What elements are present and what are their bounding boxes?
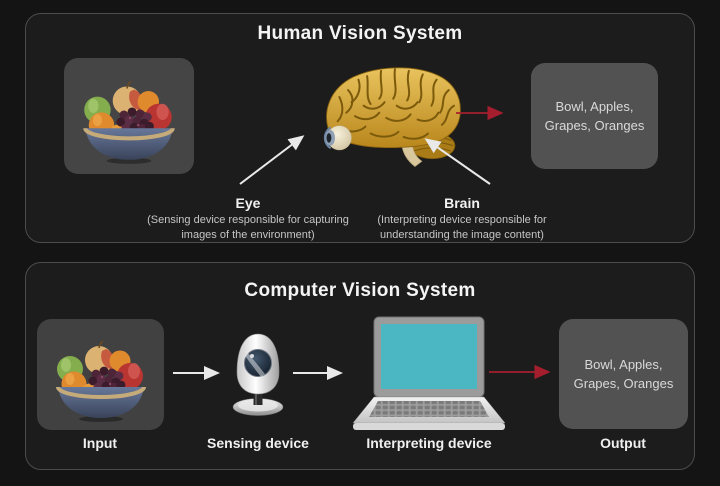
computer-input-image-box bbox=[37, 319, 164, 430]
fruit-bowl-image bbox=[73, 67, 185, 165]
brain-label: Brain bbox=[444, 195, 480, 211]
eyeball bbox=[323, 125, 352, 151]
interpreting-device-label: Interpreting device bbox=[366, 435, 492, 451]
eye-label: Eye bbox=[235, 195, 261, 211]
fruit-bowl-image bbox=[54, 338, 146, 423]
camera-stand bbox=[253, 386, 263, 405]
computer-output-text: Bowl, Apples, Grapes, Oranges bbox=[573, 356, 674, 392]
laptop-screen bbox=[381, 324, 477, 389]
computer-panel-title: Computer Vision System bbox=[244, 280, 476, 301]
input-label: Input bbox=[82, 435, 118, 451]
computer-vision-panel: Computer Vision System bbox=[25, 262, 695, 470]
sensing-device-label: Sensing device bbox=[207, 435, 309, 451]
brain-description: (Interpreting device responsible for und… bbox=[377, 214, 547, 242]
brain-with-eye-image bbox=[323, 67, 461, 167]
eye-description: (Sensing device responsible for capturin… bbox=[147, 214, 349, 242]
human-output-text: Bowl, Apples, Grapes, Oranges bbox=[544, 98, 645, 134]
human-panel-title: Human Vision System bbox=[257, 23, 463, 44]
output-label: Output bbox=[600, 435, 646, 451]
human-output-box: Bowl, Apples, Grapes, Oranges bbox=[531, 63, 658, 169]
computer-output-box: Bowl, Apples, Grapes, Oranges bbox=[559, 319, 688, 429]
brain-callout: Brain (Interpreting device responsible f… bbox=[344, 195, 580, 244]
laptop-image bbox=[352, 316, 506, 430]
human-input-image-box bbox=[64, 58, 194, 174]
human-vision-panel: Human Vision System bbox=[25, 13, 695, 243]
webcam-camera-image bbox=[232, 333, 284, 416]
eye-pointer-arrow bbox=[239, 135, 305, 185]
eye-callout: Eye (Sensing device responsible for capt… bbox=[138, 195, 358, 244]
